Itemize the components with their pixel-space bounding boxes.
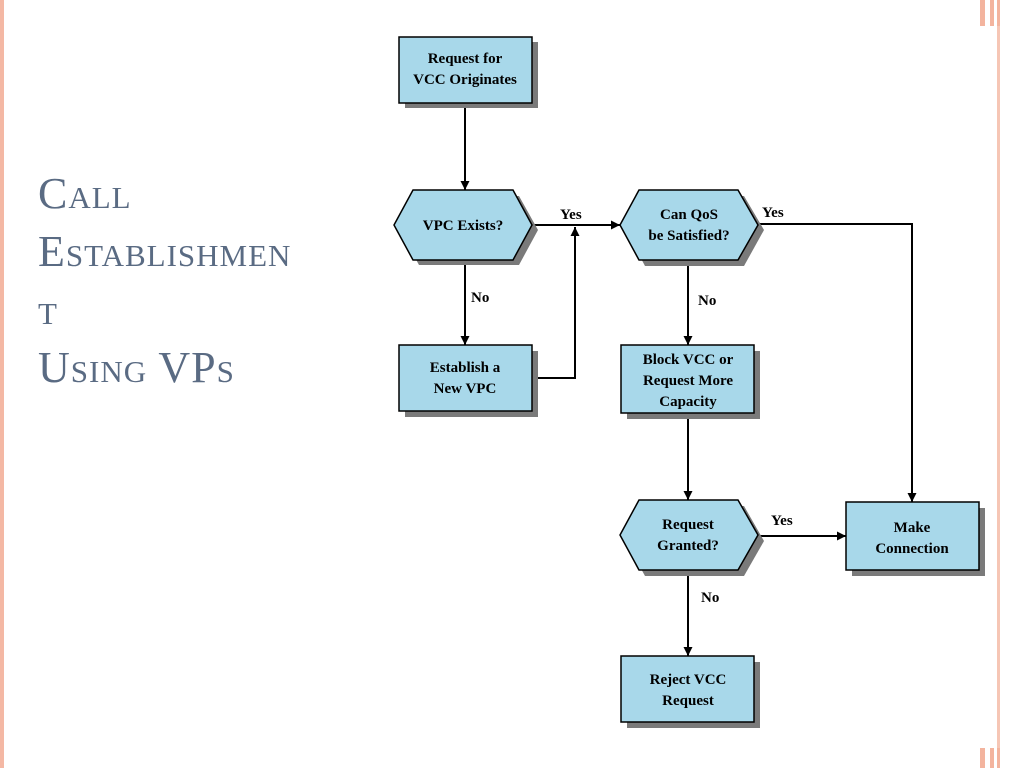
corner-stripes-top	[980, 0, 1024, 26]
title-line-1: Call	[38, 169, 132, 218]
edge-label-granted-no: No	[701, 590, 719, 606]
label-can-qos-2: be Satisfied?	[648, 228, 729, 244]
connectors	[460, 103, 917, 656]
edge-qos-yes-to-make	[758, 223, 917, 502]
edge-label-vpc-no: No	[471, 290, 489, 306]
label-make-connection-1: Make	[894, 520, 931, 536]
node-request-originates: Request for VCC Originates	[398, 36, 538, 108]
edge-label-qos-yes: Yes	[762, 205, 784, 221]
label-establish-vpc-2: New VPC	[434, 381, 497, 397]
label-request-granted-1: Request	[662, 517, 714, 533]
node-request-granted: Request Granted?	[619, 499, 764, 576]
label-can-qos-1: Can QoS	[660, 207, 718, 223]
node-reject-vcc: Reject VCC Request	[620, 655, 760, 728]
node-make-connection: Make Connection	[845, 501, 985, 576]
label-block-vcc-1: Block VCC or	[643, 352, 734, 368]
node-can-qos: Can QoS be Satisfied?	[619, 189, 764, 266]
label-request-originates-1: Request for	[428, 51, 503, 67]
label-request-originates-2: VCC Originates	[413, 72, 517, 88]
corner-stripes-bottom	[980, 748, 1024, 768]
label-request-granted-2: Granted?	[657, 538, 719, 554]
edge-label-qos-no: No	[698, 293, 716, 309]
node-block-vcc: Block VCC or Request More Capacity	[620, 344, 760, 419]
title-line-4: Using VPs	[38, 343, 235, 392]
label-establish-vpc-1: Establish a	[430, 360, 501, 376]
label-block-vcc-3: Capacity	[659, 394, 717, 410]
label-reject-vcc-1: Reject VCC	[650, 672, 727, 688]
label-block-vcc-2: Request More	[643, 373, 733, 389]
label-make-connection-2: Connection	[875, 541, 949, 557]
right-rail	[997, 26, 1000, 748]
label-vpc-exists: VPC Exists?	[423, 218, 503, 234]
title-line-3: t	[38, 285, 58, 334]
left-border	[0, 0, 4, 768]
title-line-2: Establishmen	[38, 227, 292, 276]
edge-label-granted-yes: Yes	[771, 513, 793, 529]
node-vpc-exists: VPC Exists?	[393, 189, 538, 265]
edge-establish-back-to-yes	[533, 227, 580, 379]
label-reject-vcc-2: Request	[662, 693, 714, 709]
edge-label-vpc-yes: Yes	[560, 207, 582, 223]
slide-title: Call Establishmen t Using VPs	[38, 165, 358, 397]
node-establish-vpc: Establish a New VPC	[398, 344, 538, 417]
